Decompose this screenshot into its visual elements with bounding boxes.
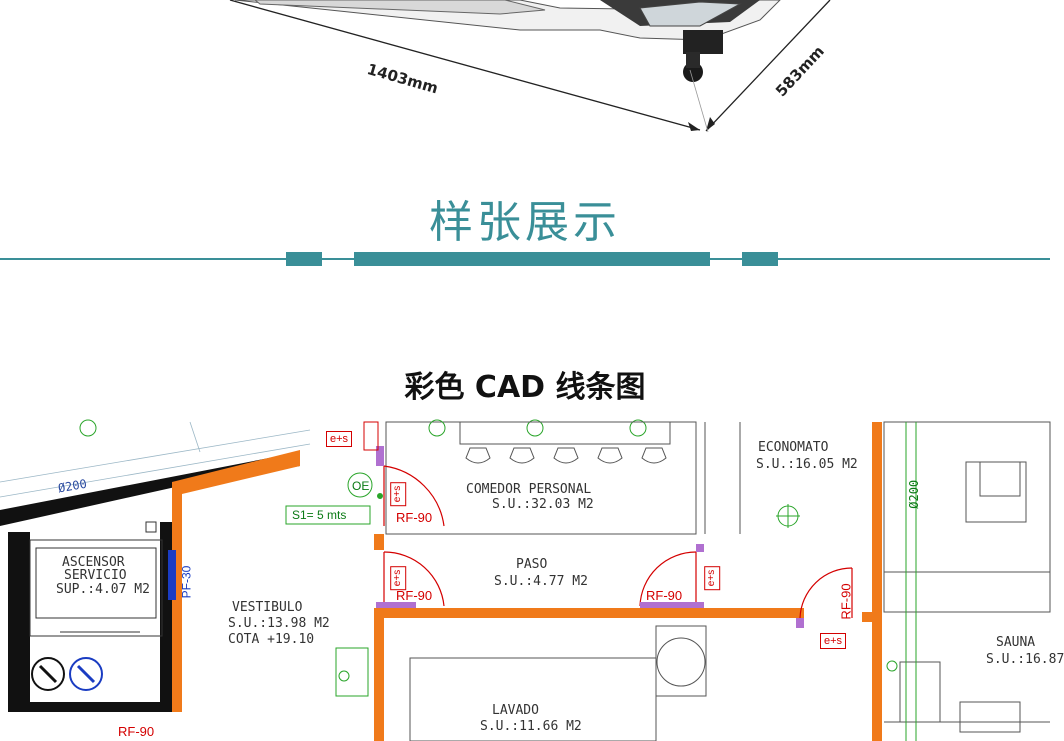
cad-floor-plan — [0, 419, 1051, 741]
room-economato-area: S.U.:16.05 M2 — [756, 457, 858, 472]
room-ascensor-name-2: SERVICIO — [64, 568, 127, 583]
es-tag-door2: e+s — [390, 565, 407, 591]
room-ascensor-area: SUP.:4.07 M2 — [56, 582, 150, 597]
pipe-label-right: Ø200 — [907, 479, 922, 509]
room-sauna-area: S.U.:16.87 — [986, 652, 1064, 667]
machine-illustration — [234, 0, 781, 82]
divider-accent-right — [742, 252, 778, 266]
sink-row — [459, 421, 671, 464]
orange-walls — [172, 422, 882, 741]
room-sauna-name: SAUNA — [996, 635, 1036, 650]
green-fixtures — [79, 419, 917, 741]
s1-tag: S1= 5 mts — [292, 508, 347, 522]
section-title: 样张展示 — [429, 197, 621, 248]
oe-symbol-label: OE — [352, 479, 370, 493]
rf90-label-a: RF-90 — [396, 510, 433, 525]
divider-accent-center — [354, 252, 710, 266]
room-ascensor-name-1: ASCENSOR — [62, 555, 125, 570]
product-dimension-drawing — [229, 0, 831, 133]
es-tag-top: e+s — [326, 431, 353, 447]
pf30-label: PF-30 — [179, 565, 194, 599]
door-hatches — [376, 446, 804, 628]
cad-subtitle: 彩色 CAD 线条图 — [404, 370, 646, 405]
es-tag-paso: e+s — [704, 565, 721, 591]
door-swings — [383, 465, 853, 619]
elevator-shaft — [29, 521, 163, 637]
room-economato-name: ECONOMATO — [758, 440, 829, 455]
room-comedor-area: S.U.:32.03 M2 — [492, 497, 594, 512]
room-vestibulo-level: COTA +19.10 — [228, 632, 315, 647]
pf30-marker — [168, 550, 176, 600]
rf90-label-d: RF-90 — [838, 583, 854, 620]
s1-tag-box — [285, 505, 371, 525]
divider-accent-left — [286, 252, 322, 266]
room-vestibulo-area: S.U.:13.98 M2 — [228, 616, 330, 631]
room-paso-name: PASO — [516, 557, 548, 572]
es-tag-door1: e+s — [390, 481, 407, 507]
rf90-label-b: RF-90 — [396, 588, 433, 603]
length-dimension-line — [229, 0, 701, 131]
room-lavado-name: LAVADO — [492, 703, 539, 718]
width-dimension-line — [705, 0, 831, 132]
rf90-label-e: RF-90 — [118, 724, 155, 739]
rf90-label-c: RF-90 — [646, 588, 683, 603]
black-wall-left — [8, 532, 30, 712]
room-comedor-name: COMEDOR PERSONAL — [466, 482, 592, 497]
room-lavado-area: S.U.:11.66 M2 — [480, 719, 582, 734]
room-paso-area: S.U.:4.77 M2 — [494, 574, 588, 589]
room-vestibulo-name: VESTIBULO — [232, 600, 303, 615]
es-tag-right: e+s — [820, 633, 847, 649]
